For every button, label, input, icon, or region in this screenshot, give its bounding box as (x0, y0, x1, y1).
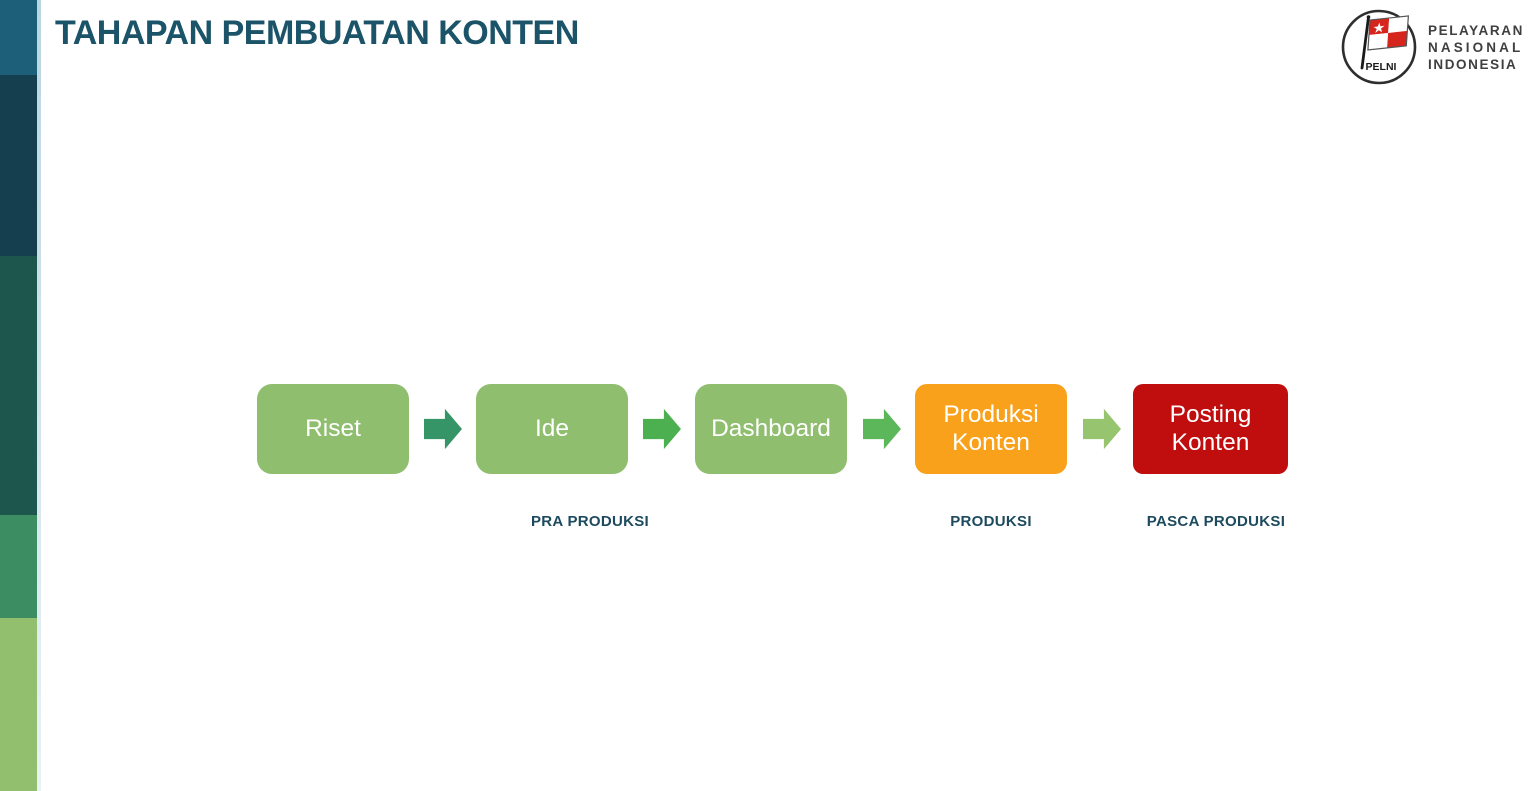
sidebar-segment-navy (0, 75, 37, 256)
phase-label-pra-produksi: PRA PRODUKSI (530, 513, 650, 530)
pelni-flag-icon: PELNI (1341, 9, 1417, 85)
pelni-company-name: PELAYARAN NASIONAL INDONESIA (1428, 22, 1528, 73)
sidebar-accent-bar (0, 0, 37, 791)
arrow-right-icon (863, 408, 901, 450)
arrow-right-icon (424, 408, 462, 450)
flow-step-posting-konten: Posting Konten (1133, 384, 1288, 474)
page-title: TAHAPAN PEMBUATAN KONTEN (55, 14, 579, 52)
sidebar-segment-teal (0, 0, 37, 75)
flow-step-riset: Riset (257, 384, 409, 474)
arrow-right-icon (1083, 408, 1121, 450)
phase-label-produksi: PRODUKSI (950, 513, 1032, 530)
sidebar-segment-dark-green (0, 256, 37, 515)
sidebar-segment-medium-green (0, 515, 37, 618)
company-name-line: INDONESIA (1428, 56, 1518, 72)
company-name-line: NASIONAL (1428, 39, 1524, 55)
sidebar-segment-light-green (0, 618, 37, 791)
phase-label-pasca-produksi: PASCA PRODUKSI (1146, 513, 1286, 530)
flow-step-dashboard: Dashboard (695, 384, 847, 474)
flow-step-ide: Ide (476, 384, 628, 474)
arrow-right-icon (643, 408, 681, 450)
sidebar-edge-line (37, 0, 41, 791)
company-name-line: PELAYARAN (1428, 22, 1524, 38)
flow-step-produksi-konten: Produksi Konten (915, 384, 1067, 474)
pelni-badge-text: PELNI (1366, 61, 1397, 73)
pelni-logo: PELNI PELAYARAN NASIONAL INDONESIA (1339, 7, 1528, 87)
